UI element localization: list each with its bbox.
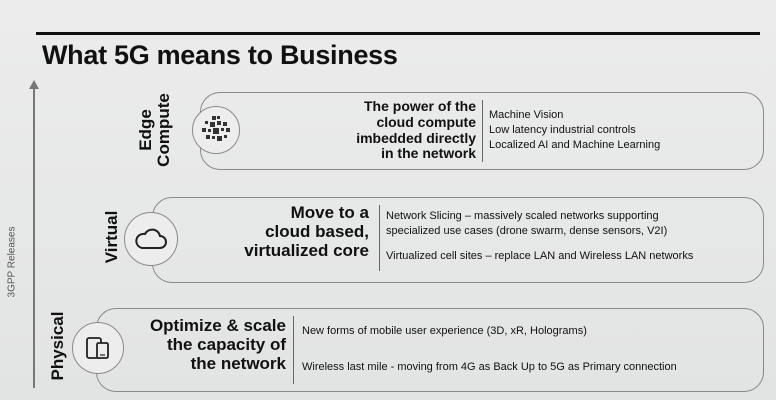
physical-details-bottom: Wireless last mile - moving from 4G as B… bbox=[302, 361, 677, 373]
physical-divider bbox=[293, 316, 294, 384]
physical-label: Physical bbox=[48, 311, 67, 381]
top-rule bbox=[36, 32, 760, 35]
physical-details-top: New forms of mobile user experience (3D,… bbox=[302, 325, 587, 337]
edge-compute-details: Machine Vision Low latency industrial co… bbox=[489, 109, 661, 151]
physical-headline: Optimize & scale the capacity of the net… bbox=[149, 316, 286, 374]
virtual-details-bottom: Virtualized cell sites – replace LAN and… bbox=[386, 250, 694, 262]
axis-line bbox=[33, 88, 35, 388]
edge-compute-headline: The power of the cloud compute imbedded … bbox=[356, 98, 476, 162]
slide-title: What 5G means to Business bbox=[42, 40, 398, 70]
edge-compute-label: Edge Compute bbox=[136, 93, 173, 167]
axis-arrow-icon bbox=[29, 80, 39, 89]
virtual-details-top: Network Slicing – massively scaled netwo… bbox=[386, 210, 668, 237]
virtual-headline: Move to a cloud based, virtualized core bbox=[244, 203, 369, 261]
axis-label: 3GPP Releases bbox=[6, 226, 18, 298]
edge-compute-network-icon bbox=[192, 106, 240, 154]
virtual-label: Virtual bbox=[102, 210, 121, 264]
edge-compute-divider bbox=[482, 100, 483, 162]
cloud-icon bbox=[124, 212, 178, 266]
virtual-divider bbox=[379, 205, 380, 271]
devices-icon bbox=[72, 322, 124, 374]
